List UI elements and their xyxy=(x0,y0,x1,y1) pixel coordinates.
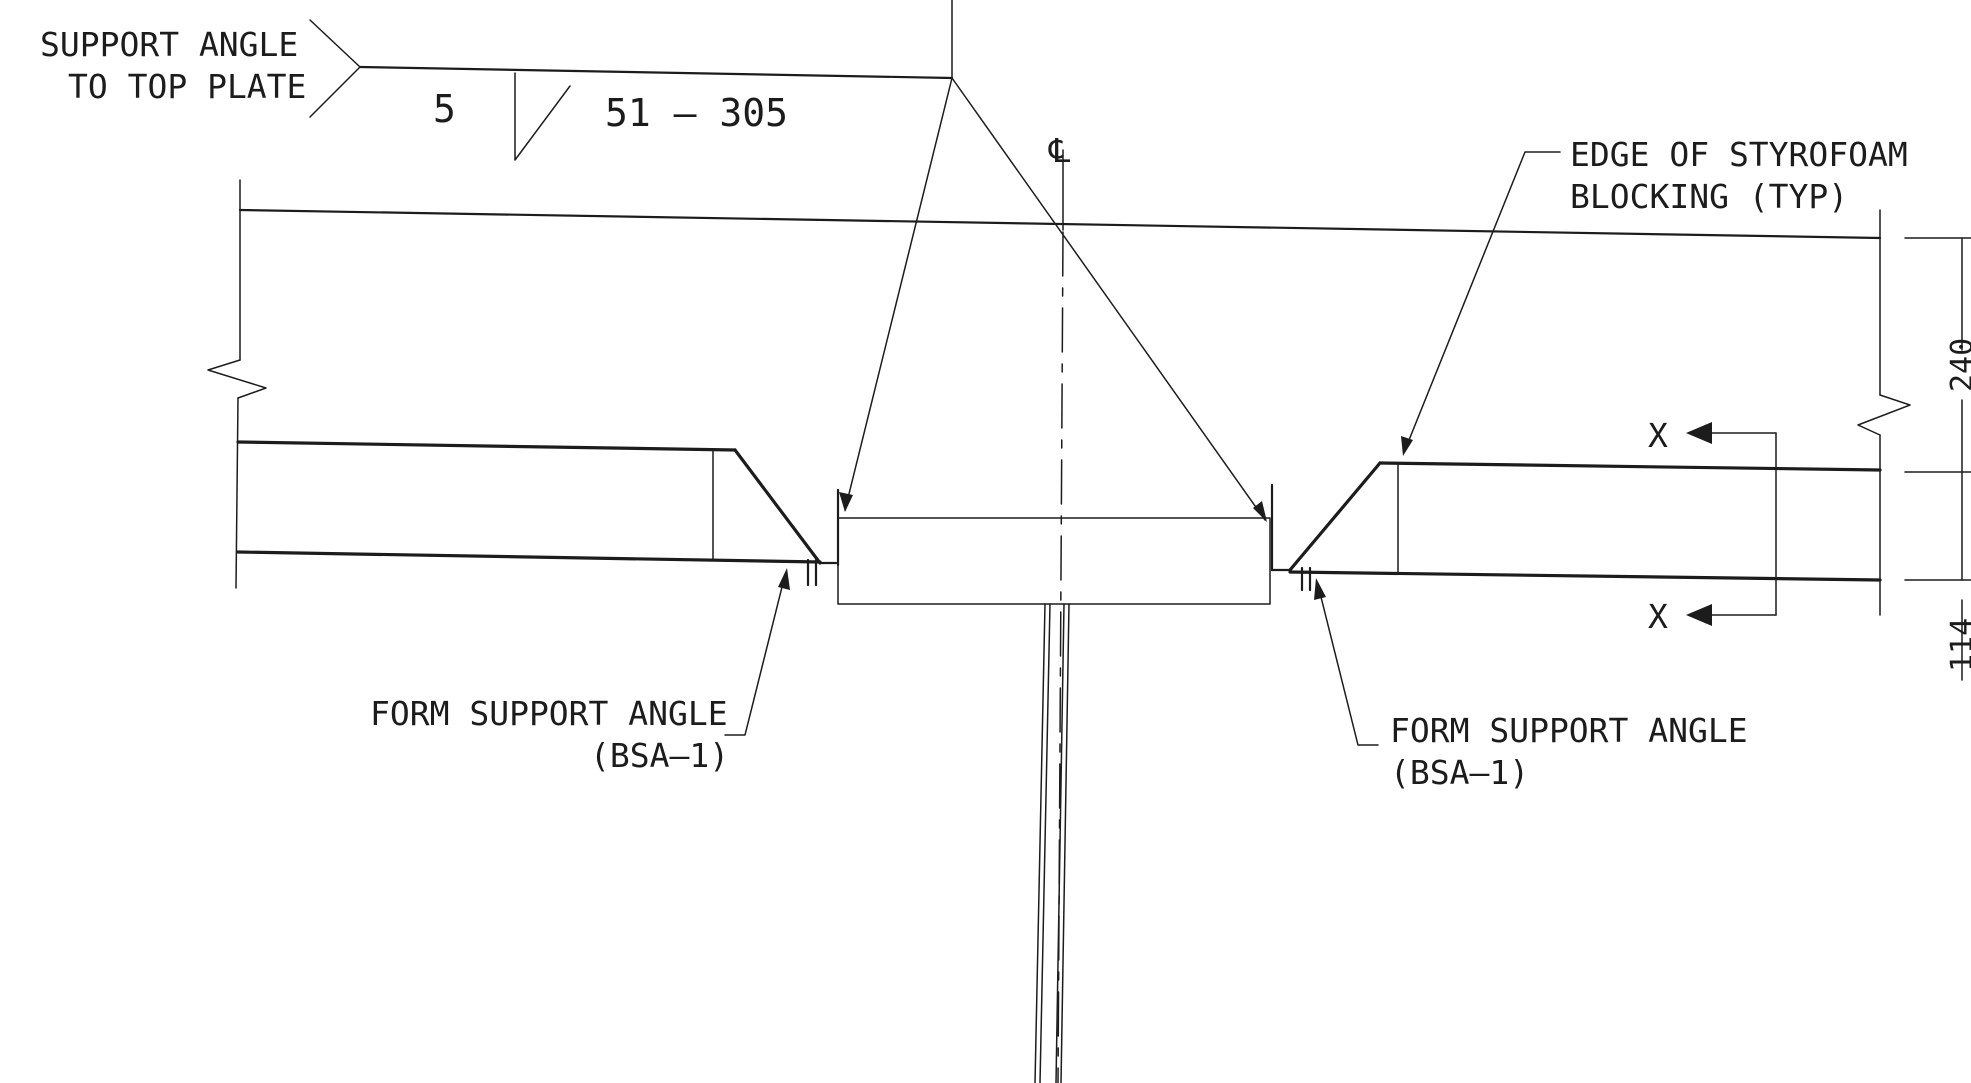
left-break-symbol xyxy=(207,359,267,399)
form-support-left-leader xyxy=(724,574,786,736)
weld-tail xyxy=(309,19,361,118)
weld-length-text: 51 – 305 xyxy=(605,91,788,135)
web-right-line-1 xyxy=(1055,603,1065,1083)
weld-leaders xyxy=(839,77,1267,522)
deck-left-break-lower xyxy=(235,397,239,589)
support-angle-label-line1: SUPPORT ANGLE xyxy=(40,25,298,64)
form-support-right-line1: FORM SUPPORT ANGLE xyxy=(1390,711,1748,750)
form-support-left-line1: FORM SUPPORT ANGLE xyxy=(370,694,728,733)
form-support-left-line2: (BSA–1) xyxy=(590,736,729,775)
right-blocking-chamfer xyxy=(1288,461,1382,572)
web-left-line-1 xyxy=(1034,603,1046,1083)
top-plate-block xyxy=(837,517,1271,605)
section-cut-top-arrow xyxy=(1686,422,1712,444)
weld-leader-left-arrowhead xyxy=(839,492,853,512)
top-deck xyxy=(207,179,1911,616)
left-blocking-bottom xyxy=(236,550,822,564)
dimension-strings: 240 114 xyxy=(1904,237,1971,681)
left-styrofoam-blocking xyxy=(236,440,838,587)
web-right-line-2 xyxy=(1060,603,1070,1083)
centerline-symbol: ℄ xyxy=(1048,131,1071,170)
weld-leader-right-arrowhead xyxy=(1253,501,1267,522)
right-blocking-bottom xyxy=(1288,570,1882,582)
weld-leader-right xyxy=(951,77,1266,521)
dimension-lower-text: 114 xyxy=(1945,618,1971,672)
weld-symbol: 5 51 – 305 xyxy=(309,0,954,161)
right-styrofoam-blocking xyxy=(1270,461,1882,592)
weld-leader-left xyxy=(844,77,953,511)
web-left-line-2 xyxy=(1039,603,1051,1083)
form-support-right-leader xyxy=(1317,584,1379,746)
support-angle-label-line2: TO TOP PLATE xyxy=(68,67,306,106)
section-cut-x: X X xyxy=(1648,416,1777,636)
edge-styrofoam-label-line1: EDGE OF STYROFOAM xyxy=(1570,135,1908,174)
girder-top-flange xyxy=(836,483,1274,1083)
edge-styrofoam-arrowhead xyxy=(1401,436,1413,456)
left-blocking-chamfer xyxy=(733,448,822,565)
edge-styrofoam-label-line2: BLOCKING (TYP) xyxy=(1570,177,1848,216)
section-mark-top-text: X xyxy=(1648,416,1668,455)
form-support-callout-right: FORM SUPPORT ANGLE (BSA–1) xyxy=(1314,578,1748,792)
weld-reference-line xyxy=(358,65,954,80)
right-blocking-top xyxy=(1378,461,1882,472)
section-cut-bottom-arrow xyxy=(1686,604,1712,626)
fillet-weld-triangle xyxy=(514,72,571,161)
centerline: ℄ xyxy=(1048,131,1071,1083)
weld-size-text: 5 xyxy=(433,87,456,131)
form-support-callout-left: FORM SUPPORT ANGLE (BSA–1) xyxy=(370,568,790,775)
section-mark-bottom-text: X xyxy=(1648,597,1668,636)
edge-styrofoam-callout: EDGE OF STYROFOAM BLOCKING (TYP) xyxy=(1401,135,1908,456)
deck-top-line xyxy=(238,208,1882,240)
right-break-symbol xyxy=(1857,394,1911,436)
edge-styrofoam-leader xyxy=(1404,151,1561,451)
form-support-right-line2: (BSA–1) xyxy=(1390,753,1529,792)
form-support-left-arrowhead xyxy=(778,568,790,590)
form-support-right-arrowhead xyxy=(1314,578,1326,600)
left-blocking-top xyxy=(236,440,737,452)
dimension-upper-text: 240 xyxy=(1945,338,1971,392)
